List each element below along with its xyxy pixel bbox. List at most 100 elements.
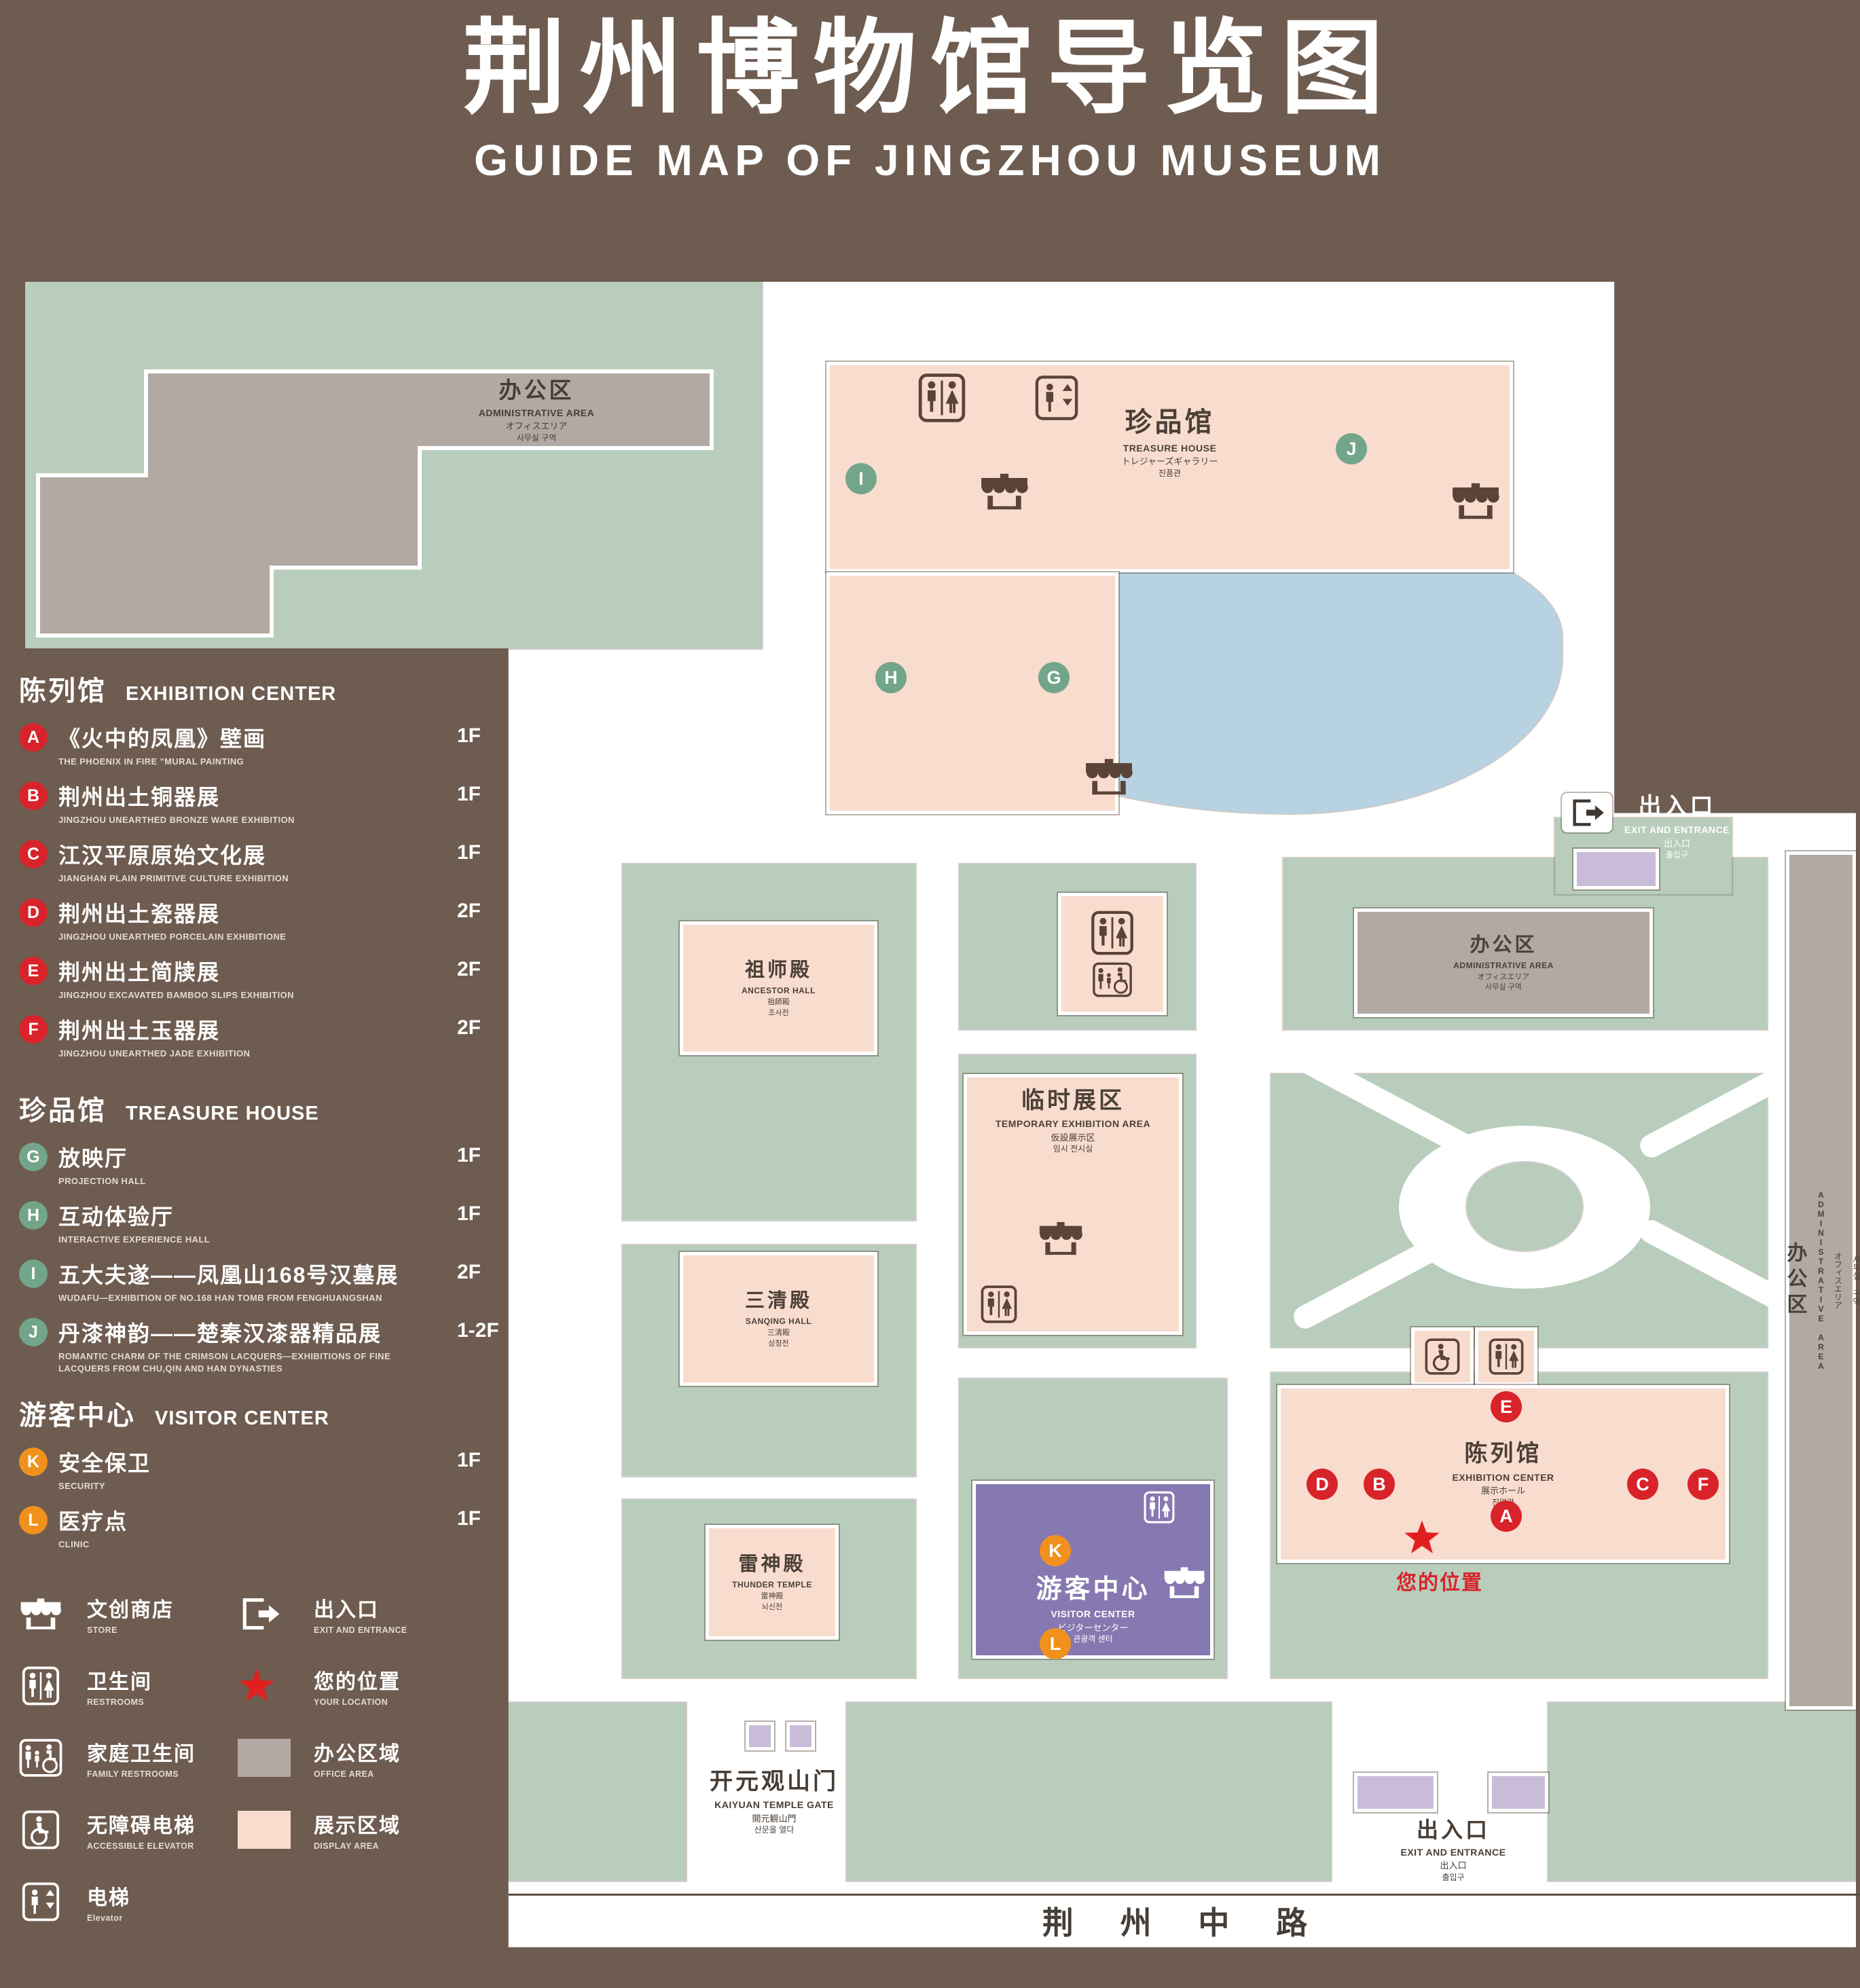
legend-section-title-zh: 珍品馆 xyxy=(19,1096,107,1126)
building-name-ko: 진품관 xyxy=(1158,468,1182,478)
map-marker-I: I xyxy=(845,463,877,494)
legend-item-floor: 1F xyxy=(457,841,481,864)
building-name-ja: 展示ホール xyxy=(1480,1486,1525,1496)
building-name-zh: 珍品馆 xyxy=(1125,407,1215,437)
gate-name-en: KAIYUAN TEMPLE GATE xyxy=(714,1799,834,1811)
symbol-label-en: STORE xyxy=(87,1625,117,1636)
elevator-icon xyxy=(1035,372,1078,424)
building-name-en: TEMPORARY EXHIBITION AREA xyxy=(995,1118,1151,1130)
building-name-ko: 조사전 xyxy=(768,1008,789,1017)
symbol-label-zh: 您的位置 xyxy=(314,1671,401,1694)
legend-item-floor: 1F xyxy=(457,783,481,805)
garden-island xyxy=(1467,1162,1582,1251)
store-icon xyxy=(1163,1566,1206,1600)
legend-item-floor: 2F xyxy=(457,900,481,922)
legend-marker-D: D xyxy=(19,898,48,927)
legend-marker-L: L xyxy=(19,1506,48,1535)
building-name-en: ADMINISTRATIVE AREA xyxy=(1453,960,1554,970)
map-marker-E: E xyxy=(1491,1391,1522,1422)
legend-item-name-en: JINGZHOU UNEARTHED PORCELAIN EXHIBITIONE xyxy=(58,932,287,942)
gate-name-ko: 산문을 열다 xyxy=(754,1825,795,1835)
map-marker-A: A xyxy=(1491,1501,1522,1532)
building-name-zh: 三清殿 xyxy=(744,1290,812,1312)
legend-item-J: J 丹漆神韵——楚秦汉漆器精品展 ROMANTIC CHARM OF THE CRI… xyxy=(19,1314,522,1374)
legend-item-name-zh: 五大夫遂——凤凰山168号汉墓展 xyxy=(58,1263,399,1287)
building-name-zh: 雷神殿 xyxy=(738,1553,806,1576)
legend-item-name-zh: 江汉平原原始文化展 xyxy=(58,843,267,868)
symbol-label-en: Elevator xyxy=(87,1913,123,1923)
building-name-ko: 사무실 구역 xyxy=(1485,983,1522,991)
exit-name-zh: 出入口 xyxy=(1638,794,1716,820)
legend-marker-H: H xyxy=(19,1201,48,1230)
office-swatch xyxy=(238,1739,308,1778)
legend-item-name-zh: 荆州出土玉器展 xyxy=(58,1018,221,1043)
road-label: 荆 州 中 路 xyxy=(509,1894,1860,1950)
map-marker-K: K xyxy=(1040,1535,1071,1566)
building-name-zh: 陈列馆 xyxy=(1464,1441,1542,1467)
building-name-en: EXHIBITION CENTER xyxy=(1452,1471,1554,1483)
restroom-icon xyxy=(1091,910,1134,955)
legend-item-name-en: JINGZHOU UNEARTHED BRONZE WARE EXHIBITIO… xyxy=(58,815,295,825)
building-restrooms xyxy=(1058,893,1167,1015)
building-name-ja: 祖師殿 xyxy=(767,998,790,1007)
building-name-zh: 临时展区 xyxy=(1021,1088,1125,1113)
office-swatch xyxy=(238,1739,291,1778)
legend-item-name-en: JINGZHOU EXCAVATED BAMBOO SLIPS EXHIBITI… xyxy=(58,990,294,1000)
symbol-label-zh: 办公区域 xyxy=(314,1743,401,1766)
building-name-ko: 관광객 센터 xyxy=(1073,1634,1113,1644)
legend-item-name-zh: 放映厅 xyxy=(58,1146,128,1171)
legend-item-floor: 1F xyxy=(457,1202,481,1225)
symbol-label-zh: 家庭卫生间 xyxy=(87,1743,196,1766)
map-marker-L: L xyxy=(1040,1628,1071,1659)
symbol-label-zh: 出入口 xyxy=(314,1599,379,1622)
legend-section-title-zh: 游客中心 xyxy=(19,1401,136,1431)
symbol-label-en: YOUR LOCATION xyxy=(314,1697,388,1708)
store-icon xyxy=(979,473,1029,511)
map-marker-D: D xyxy=(1307,1469,1338,1500)
store-icon xyxy=(1038,1221,1084,1256)
gate-name-zh: 开元观山门 xyxy=(710,1769,839,1794)
building-name-zh: 办公区 xyxy=(1470,934,1537,956)
legend-item-name-en: PROJECTION HALL xyxy=(58,1176,146,1186)
exhibition-icon-pad xyxy=(1475,1327,1537,1386)
legend-item-floor: 1F xyxy=(457,1507,481,1530)
building-name-zh: 游客中心 xyxy=(1036,1575,1150,1604)
building-temporary-exhibition: 临时展区 TEMPORARY EXHIBITION AREA 仮設展示区 임시 … xyxy=(964,1074,1182,1335)
building-name-ko: 뇌신전 xyxy=(761,1602,783,1611)
building-treasure-annex xyxy=(826,572,1118,814)
exit-right: 出入口 EXIT AND ENTRANCE 出入口 출입구 xyxy=(1562,793,1847,881)
exit-right-label: 出入口 EXIT AND ENTRANCE 出入口 출입구 xyxy=(1624,793,1730,860)
legend-item-floor: 2F xyxy=(457,1261,481,1283)
building-name-en: SANQING HALL xyxy=(745,1317,812,1327)
legend-item-name-en: JIANGHAN PLAIN PRIMITIVE CULTURE EXHIBIT… xyxy=(58,873,289,883)
legend-item-name-zh: 丹漆神韵——楚秦汉漆器精品展 xyxy=(58,1321,382,1346)
legend-item-name-en: ROMANTIC CHARM OF THE CRIMSON LACQUERS—E… xyxy=(58,1351,391,1374)
restroom-icon xyxy=(1144,1488,1175,1526)
legend-item-name-zh: 荆州出土瓷器展 xyxy=(58,902,221,926)
your-location-label: 您的位置 xyxy=(1396,1572,1483,1594)
page-subtitle: GUIDE MAP OF JINGZHOU MUSEUM xyxy=(474,136,1386,185)
green-strip-bottom-left xyxy=(509,1703,686,1881)
legend-marker-C: C xyxy=(19,840,48,868)
building-name-en: TREASURE HOUSE xyxy=(1123,442,1217,454)
legend-item-name-zh: 医疗点 xyxy=(58,1509,128,1534)
exit-icon xyxy=(1562,793,1612,832)
elevator-icon xyxy=(19,1882,81,1921)
family-restroom-icon xyxy=(19,1738,81,1778)
building-name-en: THUNDER TEMPLE xyxy=(732,1580,812,1590)
restroom-icon xyxy=(918,372,966,424)
header: 荆州博物馆导览图 GUIDE MAP OF JINGZHOU MUSEUM xyxy=(0,12,1860,185)
legend-marker-J: J xyxy=(19,1318,48,1346)
map-marker-J: J xyxy=(1336,433,1367,464)
legend-item-name-zh: 荆州出土简牍展 xyxy=(58,960,221,984)
symbol-label-zh: 电梯 xyxy=(87,1887,130,1910)
